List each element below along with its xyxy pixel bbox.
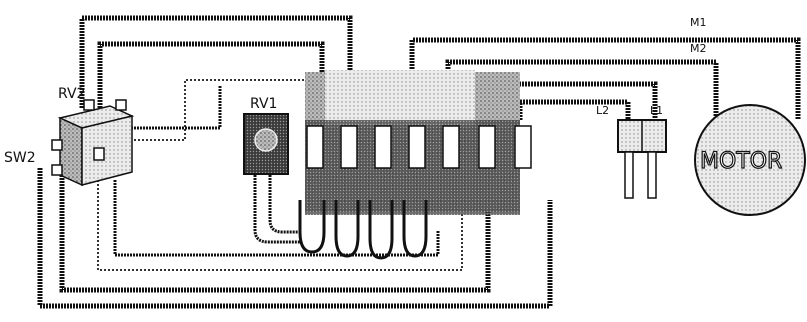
wire-bottom-outer — [37, 168, 553, 309]
terminal-1 — [306, 125, 324, 169]
wire-bottom-middle — [59, 175, 491, 293]
switch-block-icon — [51, 99, 135, 187]
label-rv2: RV2 — [58, 86, 85, 102]
power-plug-icon — [617, 119, 667, 199]
switch-tab-4 — [51, 164, 63, 176]
wire-rv2-rv1 — [128, 86, 222, 130]
potentiometer-icon — [243, 113, 289, 175]
wire-bottom-thin-1 — [97, 180, 463, 271]
wire-l2 — [517, 99, 631, 120]
wire-thin-top — [130, 79, 373, 141]
wire-rv1-lead-1 — [253, 172, 300, 244]
label-m1: M1 — [690, 16, 707, 29]
label-sw2: SW2 — [4, 150, 36, 166]
terminal-5 — [442, 125, 460, 169]
terminal-4 — [408, 125, 426, 169]
motor-icon — [694, 104, 806, 216]
coil-group — [298, 200, 428, 260]
switch-tab-3 — [51, 139, 63, 151]
motor-circle — [694, 104, 806, 216]
coil-1 — [298, 200, 326, 254]
plug-prong-2 — [647, 151, 657, 199]
terminal-board-upper — [325, 70, 475, 125]
label-l2: L2 — [596, 104, 609, 117]
terminal-6 — [478, 125, 496, 169]
coil-2 — [334, 200, 360, 258]
switch-tab-1 — [83, 99, 95, 111]
terminal-board — [298, 70, 532, 260]
label-rv1: RV1 — [250, 96, 277, 112]
switch-tab-2 — [115, 99, 127, 111]
switch-block-front — [59, 116, 83, 187]
wire-bottom-thin-2 — [113, 180, 440, 257]
coil-3 — [368, 200, 394, 260]
wire-top-inner — [97, 41, 325, 120]
label-motor: MOTOR — [700, 149, 782, 174]
switch-block-side — [81, 115, 133, 186]
label-m2: M2 — [690, 42, 707, 55]
plug-prong-1 — [624, 151, 634, 199]
coil-4 — [402, 200, 428, 258]
switch-tab-5 — [93, 147, 105, 161]
terminal-3 — [374, 125, 392, 169]
label-l1: L1 — [650, 104, 663, 117]
terminal-2 — [340, 125, 358, 169]
rv1-knob — [254, 128, 278, 152]
terminal-7 — [514, 125, 532, 169]
wire-rv1-lead-2 — [268, 172, 300, 234]
